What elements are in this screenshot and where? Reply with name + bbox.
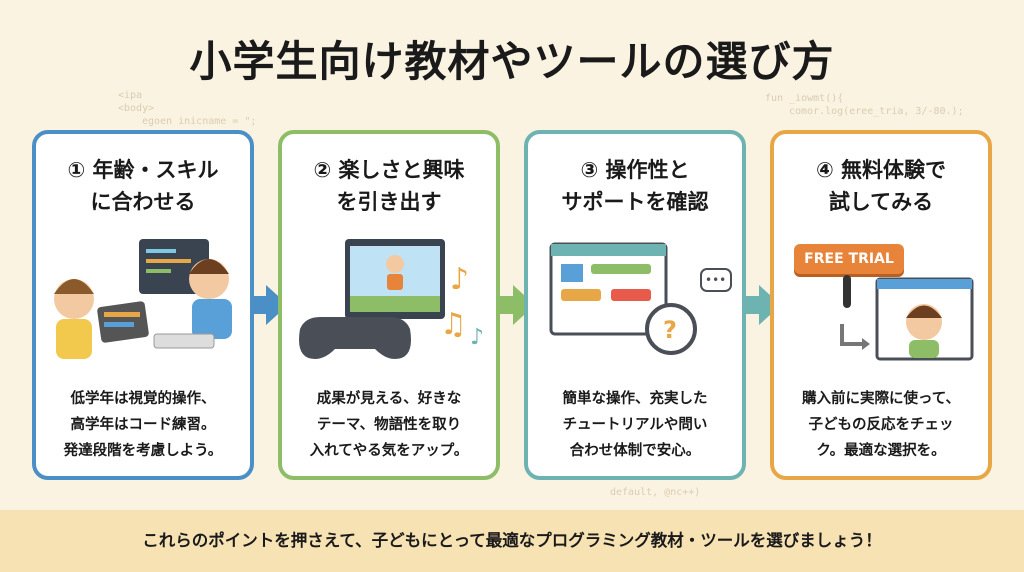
code-line: comor.log(eree_tria, 3/-80.);: [789, 106, 964, 117]
support-illustration: ? •••: [549, 242, 732, 355]
footer-banner: これらのポイントを押さえて、子どもにとって最適なプログラミング教材・ツールを選び…: [0, 510, 1024, 572]
svg-text:♪: ♪: [470, 325, 484, 350]
code-line: <ipa: [118, 90, 143, 101]
page-title: 小学生向け教材やツールの選び方: [189, 37, 835, 86]
trial-illustration: [840, 275, 974, 361]
card-heading: ③ 操作性と サポートを確認: [561, 158, 709, 214]
card-heading: ④ 無料体験で 試してみる: [815, 158, 947, 214]
code-line: fun _iowmt(){: [765, 93, 844, 104]
card-description: 低学年は視覚的操作、 高学年はコード練習。 発達段階を考慮しよう。: [63, 391, 223, 459]
card-description: 成果が見える、好きな テーマ、物語性を取り 入れてやる気をアップ。: [309, 391, 469, 459]
card-description: 購入前に実際に使って、 子どもの反応をチェッ ク。最適な選択を。: [801, 391, 961, 459]
game-illustration: ♪♫♪: [299, 239, 484, 359]
arrow-stem: [252, 296, 268, 314]
card-free-trial: ④ 無料体験で 試してみる FREE TRIAL 購入前に実際に使って、 子ども…: [770, 130, 992, 480]
svg-text:♪: ♪: [450, 262, 469, 297]
code-line: <body>: [118, 103, 155, 114]
card-age-skill: ① 年齢・スキル に合わせる 低学年は視覚的操作、 高学年はコード練習。 発達段…: [32, 130, 254, 480]
free-trial-badge: FREE TRIAL: [794, 244, 904, 274]
svg-text:•••: •••: [705, 273, 726, 287]
card-fun-interest: ② 楽しさと興味 を引き出す ♪♫♪ 成果が見える、好きな テーマ、物語性を取り…: [278, 130, 500, 480]
children-coding-illustration: [54, 239, 232, 359]
code-line: default, @nc++): [610, 487, 701, 498]
background-code: default, @nc++): [610, 486, 700, 499]
svg-text:♫: ♫: [440, 307, 467, 342]
background-code: fun _iowmt(){ comor.log(eree_tria, 3/-80.…: [765, 92, 964, 118]
code-line: egoen inicname = ";: [142, 116, 257, 127]
background-code: <ipa <body> egoen inicname = ";: [118, 89, 256, 128]
card-description: 簡単な操作、充実した チュートリアルや問い 合わせ体制で安心。: [562, 391, 708, 459]
card-heading: ② 楽しさと興味 を引き出す: [313, 158, 465, 214]
card-usability-support: ③ 操作性と サポートを確認 ? ••• 簡単な操作、充実した チュートリアルや…: [524, 130, 746, 480]
arrow-stem: [745, 296, 761, 314]
arrow-stem: [499, 296, 515, 314]
card-heading: ① 年齢・スキル に合わせる: [67, 158, 219, 214]
svg-text:?: ?: [663, 316, 677, 344]
